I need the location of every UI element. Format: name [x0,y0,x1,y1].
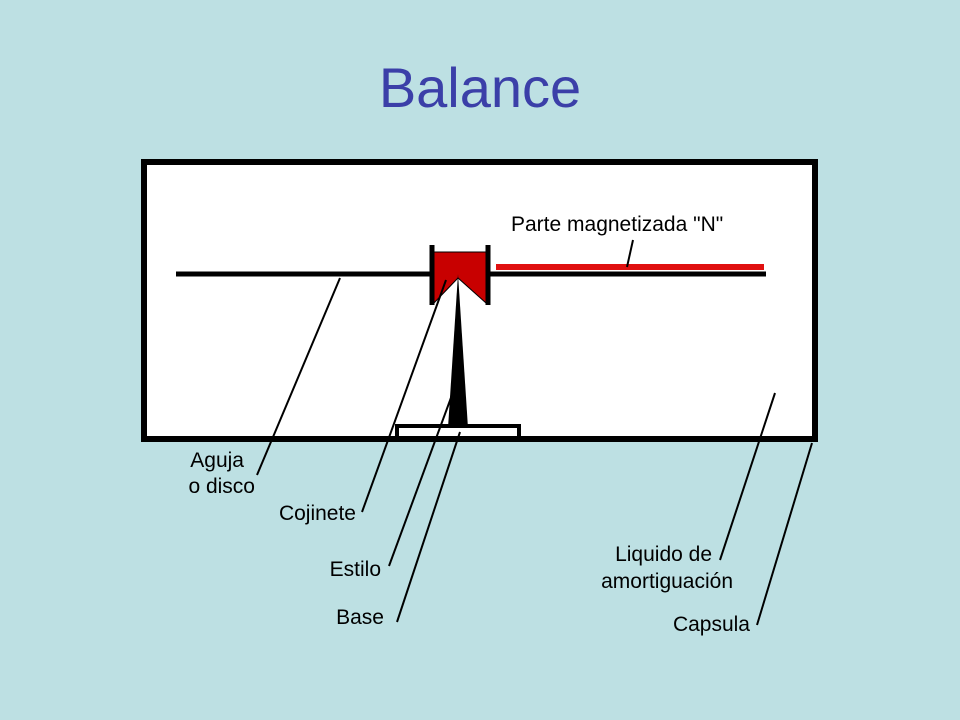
needle-label-line1: Aguja [190,449,244,472]
liquid-label-line2: amortiguación [601,570,733,593]
stylus-label: Estilo [330,558,381,581]
stylus-leader [388,394,453,567]
capsule-box [141,159,818,442]
liquid-label-line1: Liquido de [615,543,712,566]
bearing-leader [361,279,447,513]
stylus [448,274,468,428]
capsule-leader [756,442,813,626]
slide-title: Balance [378,56,582,119]
needle-leader [256,277,341,476]
liquid-leader [719,392,776,561]
magnet-leader [626,239,634,268]
magnet-label: Parte magnetizada "N" [511,213,723,236]
bearing-label: Cojinete [279,502,356,525]
needle-label-line2: o disco [188,475,255,498]
capsule-label: Capsula [673,613,750,636]
base-leader [396,431,461,623]
base-label: Base [336,606,384,629]
